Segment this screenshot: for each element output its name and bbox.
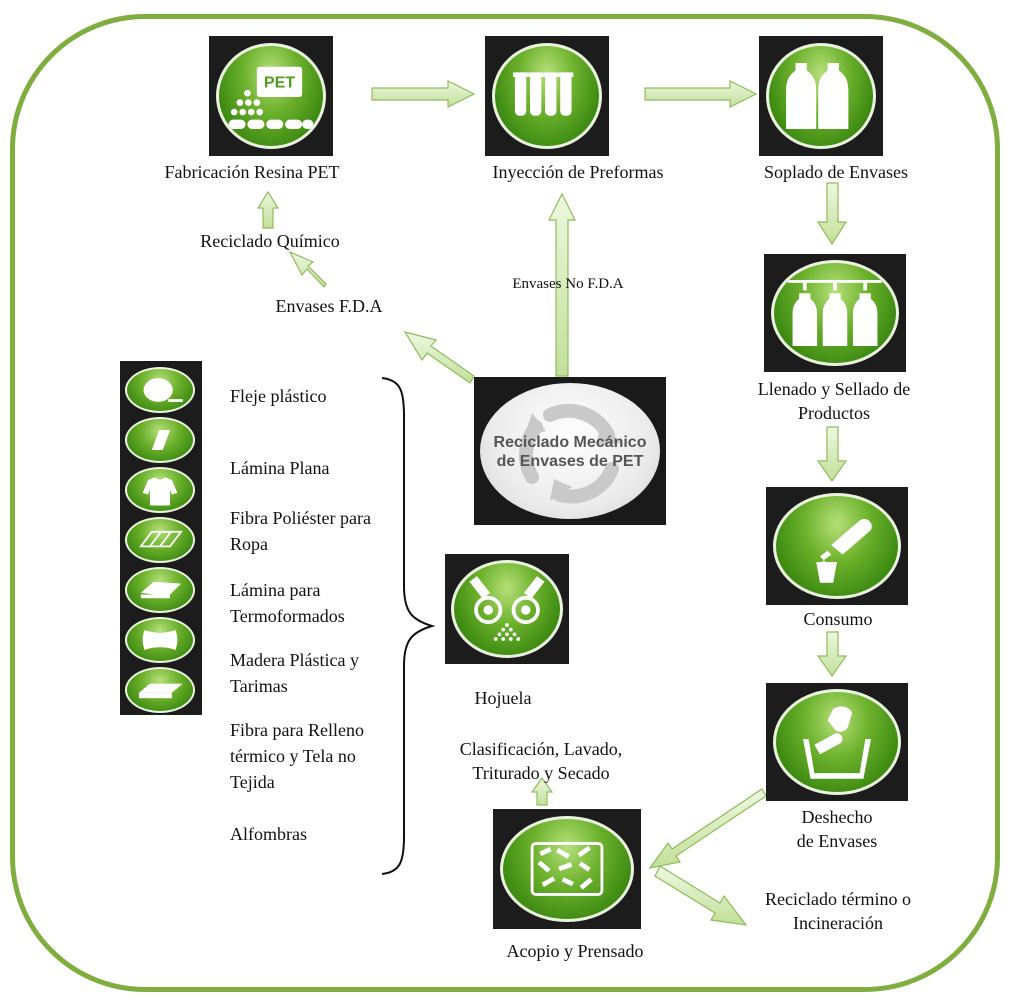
deshecho-tile — [766, 683, 908, 801]
pet-label: PET — [264, 74, 295, 92]
product-label-7-line1: Alfombras — [230, 824, 307, 844]
product-label-6-line1: Fibra para Relleno — [230, 720, 364, 740]
label-llenado-1: Llenado y Sellado de — [757, 379, 911, 399]
soplado-tile — [759, 36, 883, 156]
label-resina-pet: Fabricación Resina PET — [164, 162, 340, 182]
label-hojuela: Hojuela — [474, 688, 532, 708]
resina-pet-tile: PET — [209, 36, 333, 156]
label-clasificacion-1: Clasificación, Lavado, — [459, 739, 623, 759]
pet-pellets-icon: PET — [216, 43, 326, 149]
recycle-icon: Reciclado Mecánico de Envases de PET — [480, 383, 660, 519]
mecanico-line-2: de Envases de PET — [496, 453, 644, 470]
diagram-frame — [10, 14, 1000, 992]
product-label-3-line2: Ropa — [230, 534, 268, 554]
products-brace — [381, 377, 436, 875]
flakes-icon — [451, 560, 563, 658]
consumo-tile — [766, 487, 908, 605]
hojuela-tile — [445, 554, 569, 664]
label-reciclado-quimico: Reciclado Químico — [200, 231, 340, 251]
label-deshecho-2: de Envases — [796, 831, 878, 851]
label-clasificacion-2: Triturado y Secado — [472, 763, 610, 783]
reciclado-mecanico-tile: Reciclado Mecánico de Envases de PET — [474, 377, 666, 525]
product-label-4-line1: Lámina para — [230, 580, 321, 600]
disposal-icon — [773, 689, 901, 795]
bottles-icon — [766, 43, 876, 149]
label-envases-fda: Envases F.D.A — [275, 296, 383, 314]
tray-icon — [125, 517, 195, 563]
product-label-2-line1: Lámina Plana — [230, 458, 330, 478]
label-llenado-2: Productos — [798, 403, 870, 423]
carpet-icon — [125, 667, 195, 713]
acopio-tile — [493, 809, 641, 929]
shirt-icon — [125, 467, 195, 513]
label-consumo: Consumo — [803, 609, 873, 629]
coil-icon — [125, 367, 195, 413]
product-label-6-line2: térmico y Tela no — [230, 746, 356, 766]
pillow-icon — [125, 617, 195, 663]
product-label-6-line3: Tejida — [230, 772, 275, 792]
label-acopio: Acopio y Prensado — [506, 941, 644, 961]
label-deshecho-1: Deshecho — [801, 807, 873, 827]
product-label-3-line1: Fibra Poliéster para — [230, 508, 371, 528]
preforms-icon — [492, 43, 602, 149]
label-termico-2: Incineración — [793, 913, 883, 933]
pallet-icon — [125, 567, 195, 613]
label-envases-no-fda: Envases No F.D.A — [512, 276, 624, 292]
sheet-icon — [125, 417, 195, 463]
pouring-icon — [773, 493, 901, 599]
product-label-4-line2: Termoformados — [230, 606, 345, 626]
bales-icon — [500, 816, 634, 922]
mecanico-line-1: Reciclado Mecánico — [493, 434, 647, 451]
filling-icon — [771, 260, 899, 366]
mecanico-title: Reciclado Mecánico de Envases de PET — [480, 433, 660, 471]
product-label-5-line2: Tarimas — [230, 676, 288, 696]
product-label-1-line1: Fleje plástico — [230, 386, 327, 406]
label-soplado: Soplado de Envases — [764, 162, 908, 182]
label-preformas: Inyección de Preformas — [492, 162, 664, 182]
llenado-tile — [764, 254, 906, 372]
product-label-5-line1: Madera Plástica y — [230, 650, 359, 670]
products-icon-strip — [120, 361, 202, 715]
preformas-tile — [485, 36, 609, 156]
label-termico-1: Reciclado término o — [765, 889, 911, 909]
